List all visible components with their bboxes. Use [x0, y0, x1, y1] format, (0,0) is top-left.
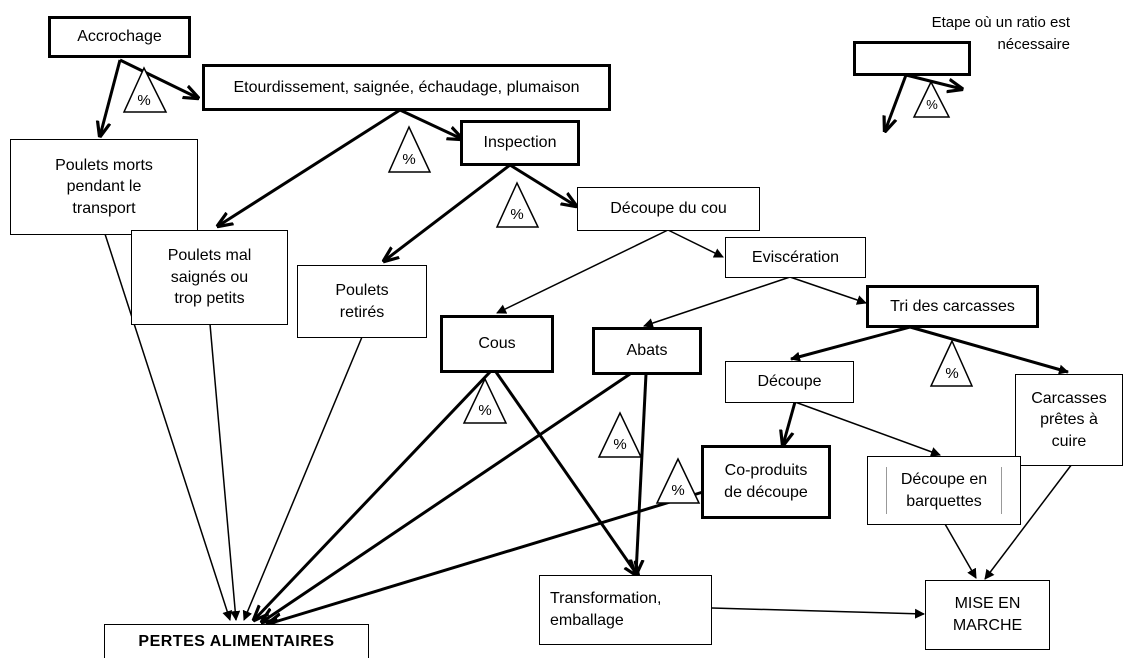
- arrow-abats-to-transformation: [636, 373, 648, 574]
- arrow-evisceration-to-abats: [643, 276, 791, 328]
- legend-step-box: [853, 41, 971, 76]
- arrow-accrochage-to-poulets-morts: [100, 59, 122, 136]
- node-inspection: Inspection: [460, 120, 580, 166]
- arrow-decoupe-cou-to-cous: [496, 229, 669, 314]
- ratio-triangle-icon: [597, 411, 643, 458]
- arrow-coproduits-to-pertes: [268, 490, 704, 624]
- node-carcasses-pretes: Carcasses prêtes à cuire: [1015, 374, 1123, 466]
- ratio-triangle-icon: [122, 66, 168, 113]
- ratio-triangle-icon: [929, 339, 974, 387]
- arrow-decoupe-cou-to-evisceration: [667, 229, 724, 258]
- ratio-triangle-icon: [462, 377, 508, 424]
- node-pertes-alimentaires: PERTES ALIMENTAIRES: [104, 624, 369, 658]
- arrow-inspection-to-decoupe-cou: [509, 163, 576, 206]
- arrow-etourdissement-to-inspection: [399, 108, 462, 139]
- arrow-transformation-to-mise-en-marche: [711, 607, 925, 619]
- arrow-decoupe-to-barquettes: [794, 401, 941, 457]
- node-poulets-mal-saignes: Poulets mal saignés ou trop petits: [131, 230, 288, 325]
- node-decoupe-barquettes: Découpe en barquettes: [867, 456, 1021, 525]
- arrow-cous-to-transformation: [494, 371, 638, 576]
- arrow-mal-saignes-to-pertes: [209, 323, 241, 621]
- node-transformation-emballage: Transformation, emballage: [539, 575, 712, 645]
- node-etourdissement: Etourdissement, saignée, échaudage, plum…: [202, 64, 611, 111]
- arrow-cous-to-pertes: [254, 370, 492, 620]
- node-tri-carcasses: Tri des carcasses: [866, 285, 1039, 328]
- ratio-triangle-icon: [655, 457, 701, 504]
- node-poulets-retires: Poulets retirés: [297, 265, 427, 338]
- node-abats: Abats: [592, 327, 702, 375]
- legend-arrow-down: [885, 74, 908, 131]
- arrow-decoupe-to-coproduits: [783, 401, 797, 445]
- node-coproduits-decoupe: Co-produits de découpe: [701, 445, 831, 519]
- arrow-poulets-retires-to-pertes: [242, 336, 363, 621]
- legend-arrow-right: [905, 73, 962, 89]
- node-accrochage: Accrochage: [48, 16, 191, 58]
- arrow-carcasses-to-mise-en-marche: [984, 463, 1073, 580]
- arrow-accrochage-to-etourdissement: [119, 58, 198, 98]
- node-mise-en-marche: MISE EN MARCHE: [925, 580, 1050, 650]
- arrow-tri-to-carcasses: [909, 325, 1069, 375]
- legend-text: Etape où un ratio est nécessaire: [931, 14, 1070, 53]
- arrow-etourdissement-to-mal-saignes: [218, 108, 401, 226]
- node-cous: Cous: [440, 315, 554, 373]
- arrow-tri-to-decoupe: [790, 325, 911, 362]
- node-decoupe-cou: Découpe du cou: [577, 187, 760, 231]
- arrow-abats-to-pertes: [262, 372, 631, 622]
- node-evisceration: Eviscération: [725, 237, 866, 278]
- ratio-triangle-icon: [387, 125, 432, 173]
- legend-ratio-triangle-icon: [912, 80, 951, 118]
- arrow-poulets-morts-to-pertes: [104, 233, 232, 621]
- arrow-evisceration-to-tri: [789, 276, 867, 305]
- arrow-inspection-to-poulets-retires: [384, 163, 511, 261]
- node-decoupe: Découpe: [725, 361, 854, 403]
- node-poulets-morts: Poulets morts pendant le transport: [10, 139, 198, 235]
- ratio-triangle-icon: [495, 181, 540, 228]
- arrow-barquettes-to-mise-en-marche: [944, 523, 977, 579]
